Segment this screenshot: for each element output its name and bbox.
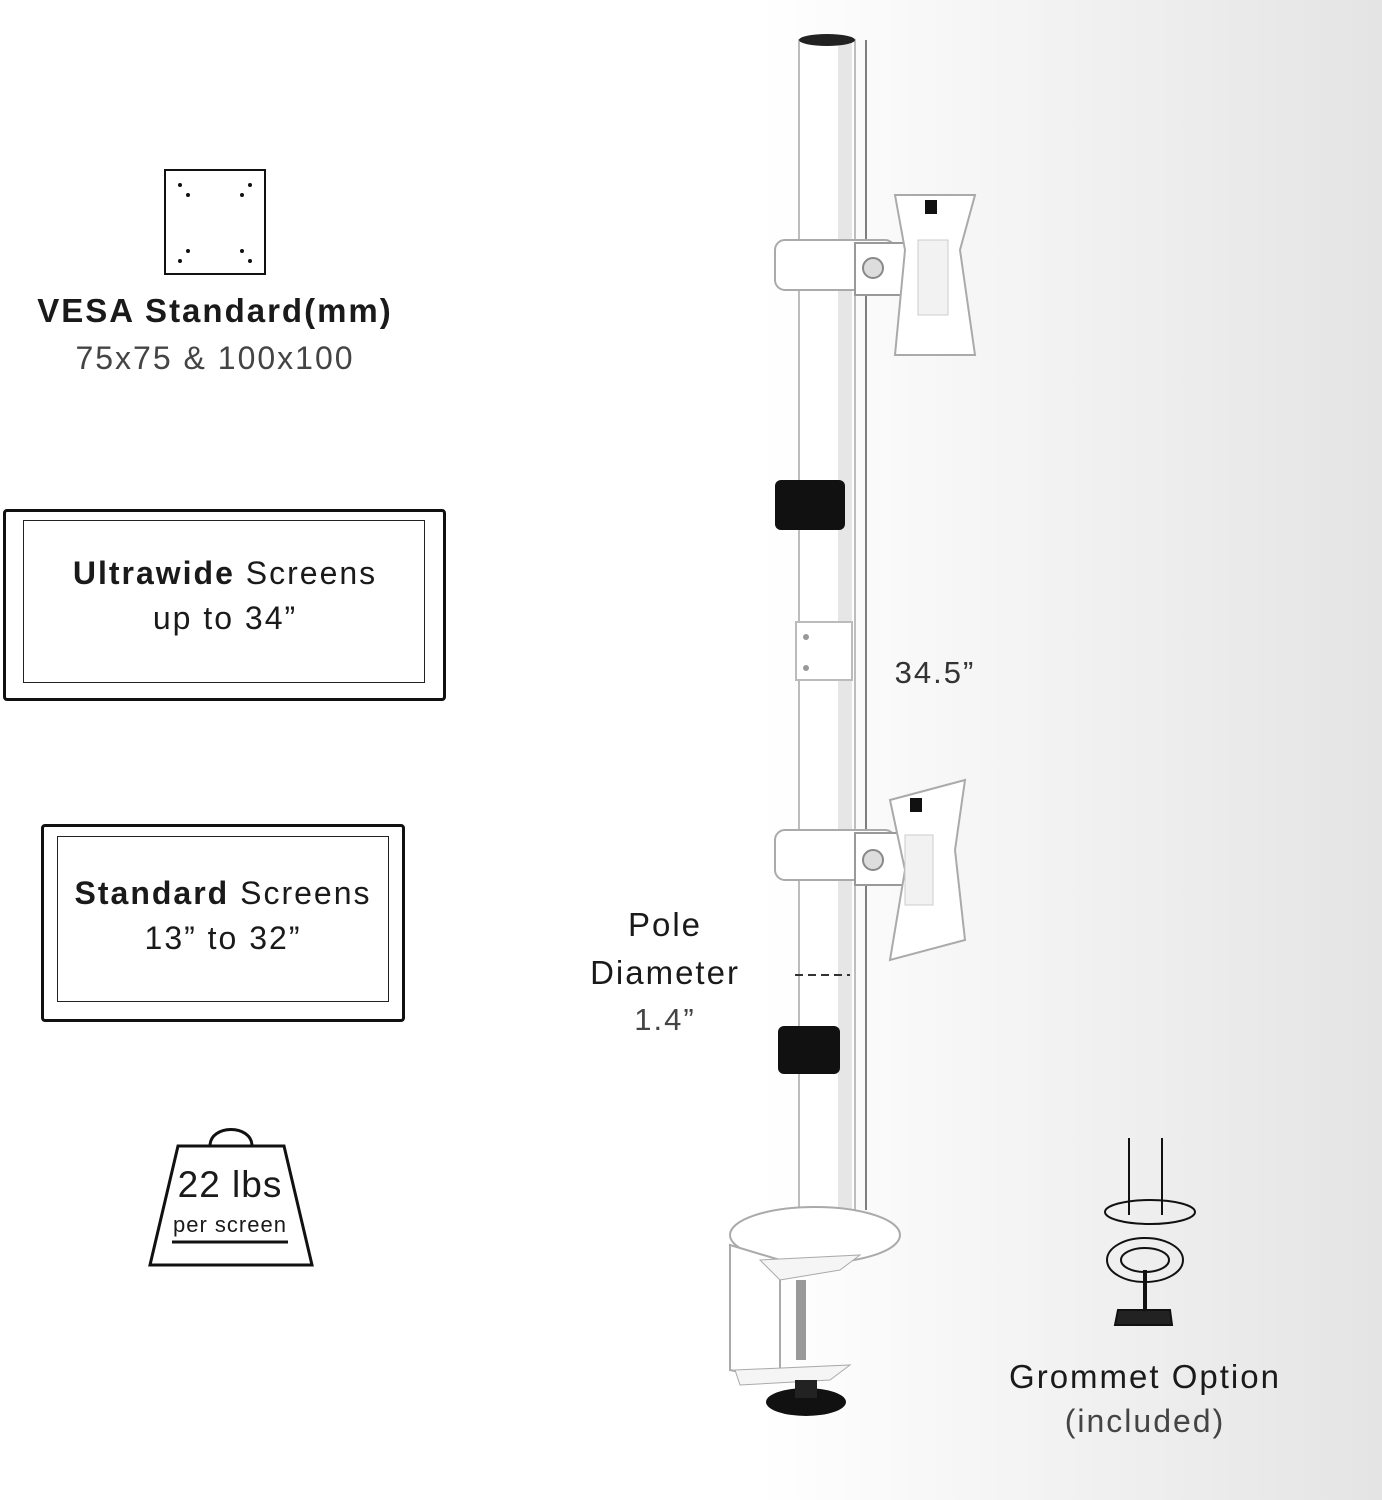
standard-screen-inner	[57, 836, 389, 1002]
pole-diameter-value: 1.4”	[634, 1002, 696, 1037]
grommet-subtitle: (included)	[1064, 1403, 1226, 1439]
standard-screen-icon	[41, 824, 405, 1022]
weight-icon	[148, 1128, 314, 1267]
cable-clip-lower	[778, 1026, 840, 1074]
desk-clamp	[729, 1206, 901, 1416]
vesa-sizes: 75x75 & 100x100	[75, 340, 355, 376]
pole-height-label: 34.5”	[894, 655, 976, 690]
ultrawide-screen-icon	[3, 509, 446, 701]
upper-monitor-arm	[774, 194, 977, 356]
grommet-title: Grommet Option	[1009, 1358, 1281, 1395]
weight-value: 22 lbs	[177, 1164, 283, 1205]
vesa-pattern-icon	[164, 169, 266, 275]
cable-clip-upper	[775, 480, 845, 530]
pole-coupling	[795, 621, 853, 681]
ultrawide-label-line2: up to 34”	[152, 600, 298, 636]
standard-label-line1: Standard Screens	[41, 875, 405, 912]
standard-rest: Screens	[229, 875, 372, 911]
ultrawide-screen-inner	[23, 520, 425, 683]
pole-diameter-line2: Diameter	[590, 954, 740, 991]
standard-bold: Standard	[74, 875, 230, 911]
weight-unit: per screen	[173, 1212, 287, 1237]
ultrawide-label-line1: Ultrawide Screens	[20, 555, 430, 592]
lower-monitor-arm	[774, 778, 967, 962]
grommet-diagram	[1104, 1138, 1196, 1326]
pole-diameter-line1: Pole	[627, 906, 703, 943]
pole-cap	[799, 34, 855, 46]
vesa-title: VESA Standard(mm)	[37, 292, 393, 329]
standard-label-line2: 13” to 32”	[144, 920, 302, 956]
ultrawide-rest: Screens	[234, 555, 378, 591]
ultrawide-bold: Ultrawide	[72, 555, 235, 591]
